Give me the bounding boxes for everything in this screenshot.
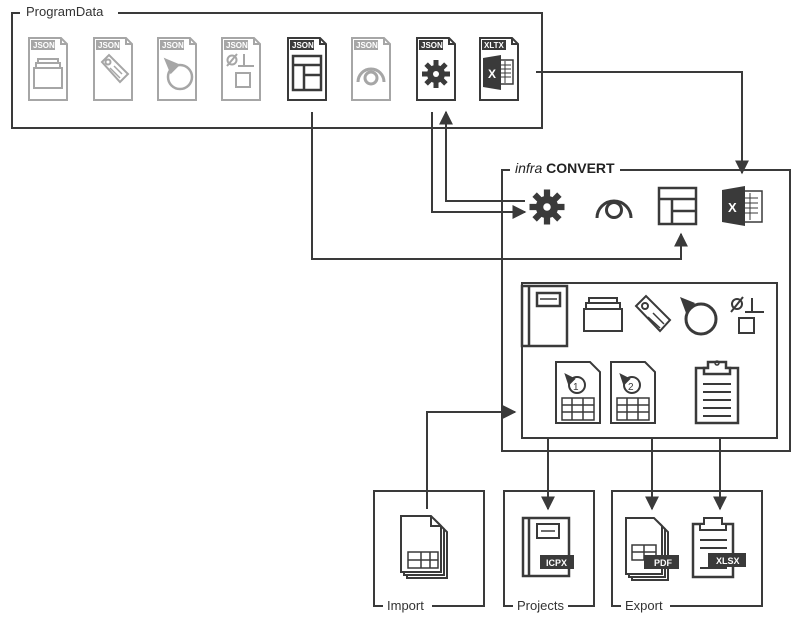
json-tag: JSON — [356, 41, 378, 50]
clipboard-icon — [694, 360, 740, 425]
export-label: Export — [621, 598, 667, 614]
json-file-arc-icon: JSON — [351, 37, 391, 101]
xlsx-clipboard-icon: XLSX — [691, 517, 746, 579]
json-file-layout-icon: JSON — [287, 37, 327, 101]
json-tag: JSON — [33, 41, 55, 50]
xltx-tag: XLTX — [484, 41, 505, 50]
brand-italic: infra — [515, 160, 543, 176]
brand-bold: CONVERT — [546, 160, 615, 176]
import-document-icon — [400, 515, 448, 579]
template-number: 2 — [628, 382, 634, 393]
folders-icon — [583, 297, 623, 332]
arc-icon — [595, 199, 633, 219]
project-book-icon — [520, 284, 569, 348]
infraconvert-title: infra CONVERT — [510, 160, 620, 176]
json-tag: JSON — [292, 41, 314, 50]
table-layout-icon — [657, 186, 698, 226]
json-tag: JSON — [98, 41, 120, 50]
xlsx-tag: XLSX — [716, 556, 740, 566]
json-file-shape-icon: JSON — [157, 37, 197, 101]
connector-xltx-to-excel — [536, 71, 749, 175]
symbol-icon — [730, 296, 764, 334]
infraconvert-frame — [501, 169, 791, 452]
settings-cog-icon — [529, 189, 565, 225]
projects-label: Projects — [513, 598, 568, 614]
excel-icon: X — [722, 186, 763, 226]
template-2-icon: 2 — [610, 361, 656, 424]
json-tag: JSON — [162, 41, 184, 50]
import-frame — [373, 490, 485, 607]
excel-letter: X — [488, 67, 496, 81]
pdf-file-icon: PDF — [625, 517, 679, 581]
json-file-symbol-icon: JSON — [221, 37, 261, 101]
icpx-tag: ICPX — [546, 558, 567, 568]
json-tag: JSON — [421, 41, 443, 50]
pdf-tag: PDF — [654, 558, 673, 568]
library-frame — [521, 282, 778, 439]
connector-cog-to-settings — [439, 110, 525, 202]
connector-layout-to-table — [311, 112, 688, 260]
shape-icon — [680, 297, 718, 336]
programdata-label: ProgramData — [22, 4, 108, 20]
connector-settings-to-cog — [431, 112, 527, 219]
json-file-settings-icon: JSON — [416, 37, 456, 101]
json-file-folder-icon: JSON — [28, 37, 68, 101]
xltx-file-icon: XLTX X — [479, 37, 519, 101]
tag-icon — [634, 294, 672, 333]
import-label: Import — [383, 598, 428, 614]
icpx-file-icon: ICPX — [521, 516, 574, 578]
template-number: 1 — [573, 382, 579, 393]
excel-letter: X — [728, 200, 737, 215]
template-1-icon: 1 — [555, 361, 601, 424]
json-file-tag-icon: JSON — [93, 37, 133, 101]
connector-import-to-convert — [426, 405, 517, 509]
programdata-frame — [11, 12, 543, 129]
json-tag: JSON — [226, 41, 248, 50]
export-frame — [611, 490, 763, 607]
